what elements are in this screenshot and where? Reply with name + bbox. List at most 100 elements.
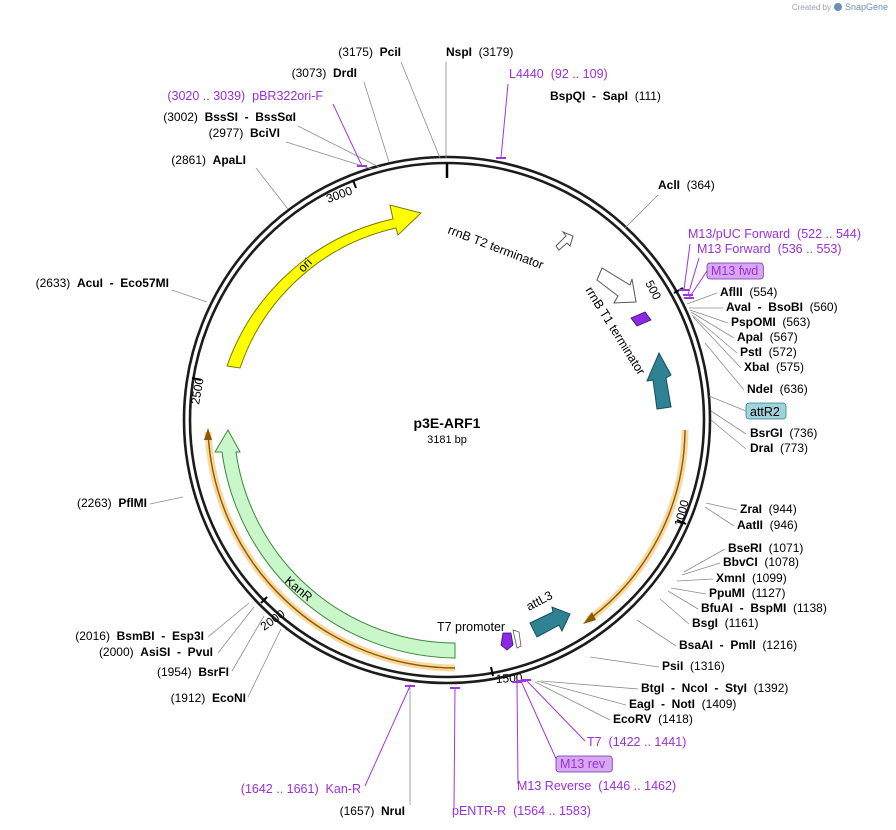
primer-label-box <box>555 755 613 773</box>
site-connector-line <box>207 602 250 638</box>
feature-ori-arrow[interactable] <box>226 204 422 369</box>
restriction-site-label[interactable]: EcoRV (1418) <box>613 712 693 726</box>
annotation-labels: (3175) PciI NspI (3179) (3073) DrdI BspQI -… <box>36 45 861 818</box>
restriction-site-label[interactable]: (3073) DrdI <box>292 66 357 80</box>
primer-text: M13 fwd <box>711 264 758 278</box>
credit-brand: SnapGene <box>844 2 888 12</box>
restriction-site-label[interactable]: AflII (554) <box>720 285 777 299</box>
tick-label-500: 500 <box>642 278 664 303</box>
restriction-site-label[interactable]: BspQI - SapI (111) <box>550 89 661 103</box>
primer-connector-line <box>520 680 559 764</box>
primer-label[interactable]: pENTR-R (1564 .. 1583) <box>452 804 591 818</box>
primer-label[interactable]: M13 rev <box>555 755 613 773</box>
site-connector-line <box>683 548 726 573</box>
restriction-site-label[interactable]: BseRI (1071) <box>728 541 803 555</box>
restriction-site-label[interactable]: BbvCI (1078) <box>723 555 799 569</box>
tick-mark-1500 <box>490 666 494 677</box>
feature-kanr-arrow[interactable] <box>214 428 456 659</box>
primer-connector-line <box>525 679 586 742</box>
primer-connector-line <box>683 243 691 291</box>
primer-label[interactable]: (1642 .. 1661) Kan-R <box>241 782 361 796</box>
restriction-site-label[interactable]: (2000) AsiSI - PvuI <box>99 645 213 659</box>
primer-label[interactable]: T7 (1422 .. 1441) <box>587 735 686 749</box>
orange-feature-right-arrowhead <box>583 612 596 624</box>
feature-rrnb-t2-terminator-arrow[interactable] <box>555 230 574 251</box>
site-connector-line <box>231 615 265 672</box>
restriction-site-label[interactable]: AclI (364) <box>658 178 715 192</box>
restriction-site-label[interactable]: BsgI (1161) <box>692 616 758 630</box>
restriction-site-label[interactable]: (3175) PciI <box>338 45 401 59</box>
site-connector-line <box>670 587 707 595</box>
primer-label[interactable]: M13 fwd <box>706 262 764 280</box>
tick-label-1500: 1500 <box>495 671 523 686</box>
restriction-site-label[interactable]: BsaAI - PmlI (1216) <box>679 638 797 652</box>
tick-label-3000: 3000 <box>324 183 354 205</box>
site-connector-line <box>624 194 659 229</box>
feature-attr2-arrow[interactable] <box>646 351 672 410</box>
tick-mark-2500 <box>191 377 202 381</box>
primer-label-box <box>706 262 764 280</box>
primer-text: pENTR-R (1564 .. 1583) <box>452 804 591 818</box>
restriction-site-label[interactable]: PsiI (1316) <box>662 659 725 673</box>
restriction-site-label[interactable]: XmnI (1099) <box>716 571 787 585</box>
restriction-site-label[interactable]: (2016) BsmBI - Esp3I <box>75 629 204 643</box>
orange-feature-right-line <box>587 429 686 621</box>
feature-rrnb-t1-terminator-arrow[interactable] <box>596 267 637 304</box>
credit-prefix: Created by <box>791 2 831 12</box>
t7-promoter-arrow[interactable] <box>500 632 514 651</box>
primer-text: M13 Forward (536 .. 553) <box>697 242 842 256</box>
site-connector-line <box>686 292 718 305</box>
plasmid-name: p3E-ARF1 <box>414 415 481 431</box>
restriction-site-label[interactable]: (1657) NruI <box>340 804 405 818</box>
restriction-site-label[interactable]: AatII (946) <box>737 518 798 532</box>
primer-text: (1642 .. 1661) Kan-R <box>241 782 361 796</box>
restriction-site-label[interactable]: PstI (572) <box>740 345 797 359</box>
site-connector-line <box>534 681 611 721</box>
restriction-site-label[interactable]: (1954) BsrFI <box>157 665 229 679</box>
feature-attr2-label: attR2 <box>750 405 780 419</box>
feature-attl3-arrow[interactable] <box>529 606 571 638</box>
restriction-site-label[interactable]: NdeI (636) <box>747 382 808 396</box>
restriction-site-label[interactable]: ZraI (944) <box>740 502 797 516</box>
attr2-label[interactable]: attR2 <box>745 402 787 420</box>
restriction-site-label[interactable]: AvaI - BsoBI (560) <box>726 300 838 314</box>
primer-label[interactable]: M13 Forward (536 .. 553) <box>697 242 842 256</box>
primer-label[interactable]: (3020 .. 3039) pBR322ori-F <box>167 89 323 103</box>
restriction-site-label[interactable]: EagI - NotI (1409) <box>629 697 736 711</box>
restriction-site-label[interactable]: (2977) BciVI <box>209 126 280 140</box>
tick-marks <box>191 179 687 677</box>
orange-feature-left-arrowhead <box>204 428 212 440</box>
restriction-site-label[interactable]: (1912) EcoNI <box>171 691 246 705</box>
restriction-site-label[interactable]: NspI (3179) <box>446 45 513 59</box>
tick-mark-2000 <box>260 596 268 604</box>
restriction-site-label[interactable]: PspOMI (563) <box>731 315 810 329</box>
site-connector-line <box>690 311 735 339</box>
restriction-site-label[interactable]: ApaI (567) <box>737 330 798 344</box>
snapgene-credit: Created by SnapGene <box>792 2 888 12</box>
restriction-site-label[interactable]: BfuAI - BspMI (1138) <box>701 601 827 615</box>
restriction-site-label[interactable]: PpuMI (1127) <box>709 586 785 600</box>
site-connector-lines <box>149 61 747 805</box>
attr2-label-box <box>745 402 787 420</box>
site-connector-line <box>710 410 747 435</box>
restriction-site-label[interactable]: (3002) BssSI - BssSαI <box>163 110 296 124</box>
primer-text: T7 (1422 .. 1441) <box>587 735 686 749</box>
restriction-site-label[interactable]: BsrGI (736) <box>750 426 817 440</box>
primer-connector-line <box>516 681 519 785</box>
restriction-site-label[interactable]: DraI (773) <box>750 441 808 455</box>
primer-label[interactable]: M13/pUC Forward (522 .. 544) <box>688 227 861 241</box>
site-connector-line <box>710 419 747 450</box>
restriction-site-label[interactable]: (2861) ApaLI <box>171 153 246 167</box>
restriction-site-label[interactable]: BtgI - NcoI - StyI (1392) <box>641 681 788 695</box>
primer-label[interactable]: M13 Reverse (1446 .. 1462) <box>517 779 676 793</box>
primer-connector-line <box>688 270 708 299</box>
feature-rrnb-t2-label: rrnB T2 terminator <box>446 223 545 272</box>
restriction-site-label[interactable]: XbaI (575) <box>744 360 804 374</box>
restriction-site-label[interactable]: (2633) AcuI - Eco57MI <box>36 276 169 290</box>
primer-label[interactable]: L4440 (92 .. 109) <box>509 67 608 81</box>
restriction-site-label[interactable]: (2263) PflMI <box>77 496 147 510</box>
primer-connector-line <box>364 685 411 787</box>
tick-label-1000: 1000 <box>671 498 692 528</box>
site-connector-line <box>692 316 742 369</box>
